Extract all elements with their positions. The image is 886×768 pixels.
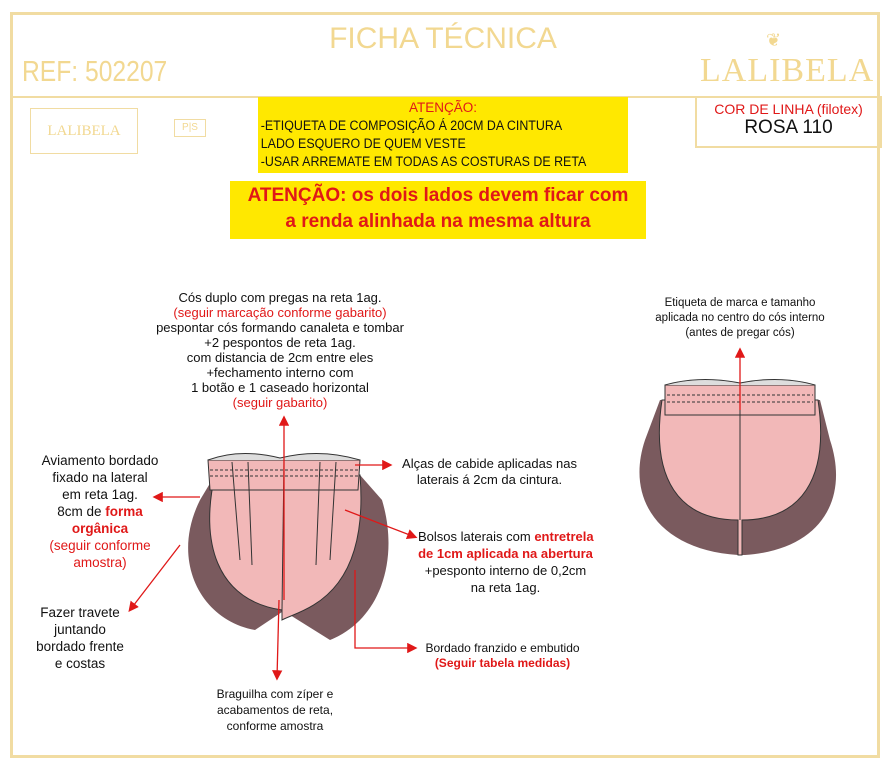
attention-line: LADO ESQUERO DE QUEM VESTE xyxy=(260,136,466,151)
shorts-body xyxy=(209,474,362,621)
size-tag: P|S xyxy=(174,119,206,137)
alert-line: ATENÇÃO: os dois lados devem ficar com xyxy=(247,185,629,206)
note-brand-label: Etiqueta de marca e tamanho aplicada no … xyxy=(655,297,825,339)
alert-line: a renda alinhada na mesma altura xyxy=(285,211,591,232)
note-hanger-loops: Alças de cabide aplicadas nas laterais á… xyxy=(402,456,577,487)
front-shorts-drawing xyxy=(188,452,389,640)
note-trim: Aviamento bordado fixado na lateral em r… xyxy=(41,453,159,570)
note-bartack: Fazer travete juntando bordado frente e … xyxy=(36,605,124,671)
attention-line: -ETIQUETA DE COMPOSIÇÃO Á 20CM DA CINTUR… xyxy=(260,118,563,133)
bee-logo-icon: ❦ xyxy=(766,30,782,50)
thread-color-box: COR DE LINHA (filotex) ROSA 110 xyxy=(695,96,882,148)
reference-code: REF: 502207 xyxy=(22,56,168,88)
thread-color-label: COR DE LINHA (filotex) xyxy=(714,101,863,117)
brand-logo: LALIBELA xyxy=(700,52,875,89)
page-frame xyxy=(10,12,880,758)
attention-box: ATENÇÃO: -ETIQUETA DE COMPOSIÇÃO Á 20CM … xyxy=(258,97,628,173)
page-title: FICHA TÉCNICA xyxy=(329,22,557,55)
attention-line: -USAR ARREMATE EM TODAS AS COSTURAS DE R… xyxy=(260,154,587,169)
note-pockets: Bolsos laterais com entretrela de 1cm ap… xyxy=(418,529,594,595)
thread-color-value: ROSA 110 xyxy=(744,117,833,138)
callout-arrows xyxy=(128,347,746,681)
back-shorts-drawing xyxy=(639,378,837,556)
alert-box: ATENÇÃO: os dois lados devem ficar com a… xyxy=(230,181,646,239)
label-logo: LALIBELA xyxy=(30,108,138,154)
attention-heading: ATENÇÃO: xyxy=(408,100,477,115)
note-waistband: Cós duplo com pregas na reta 1ag. (segui… xyxy=(156,290,404,410)
note-fly: Braguilha com zíper e acabamentos de ret… xyxy=(216,687,334,733)
note-embroidery: Bordado franzido e embutido (Seguir tabe… xyxy=(425,641,580,670)
